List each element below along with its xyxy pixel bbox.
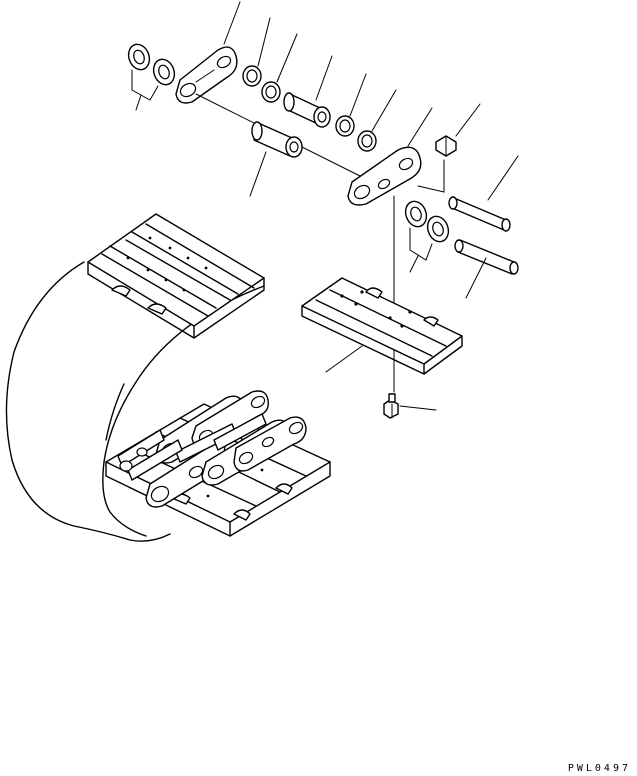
washer-upper-4 bbox=[357, 89, 397, 152]
track-inner-edge bbox=[105, 383, 125, 441]
seal-ring-left-b bbox=[152, 58, 176, 86]
washer-upper-1 bbox=[242, 17, 271, 87]
leader-bracket-left-seals bbox=[131, 69, 159, 111]
seal-ring-right-b bbox=[409, 215, 450, 273]
figure-code: PWL0497 bbox=[567, 763, 631, 774]
track-link-upper bbox=[175, 1, 241, 104]
seal-ring-right-a bbox=[404, 200, 428, 228]
track-pin-lower bbox=[454, 239, 519, 299]
bushing-lower bbox=[249, 121, 303, 197]
bushing-upper bbox=[283, 55, 333, 128]
track-bolt bbox=[383, 393, 437, 419]
track-pin-upper bbox=[448, 155, 519, 232]
assembled-link-chain bbox=[117, 390, 307, 508]
track-link-right bbox=[347, 107, 433, 206]
track-shoe bbox=[301, 277, 463, 375]
seal-ring-left-a bbox=[127, 43, 151, 71]
washer-upper-3 bbox=[335, 73, 367, 137]
track-shoes-upper-run bbox=[87, 213, 265, 339]
washer-upper-2 bbox=[261, 33, 298, 103]
track-nut bbox=[417, 103, 481, 193]
